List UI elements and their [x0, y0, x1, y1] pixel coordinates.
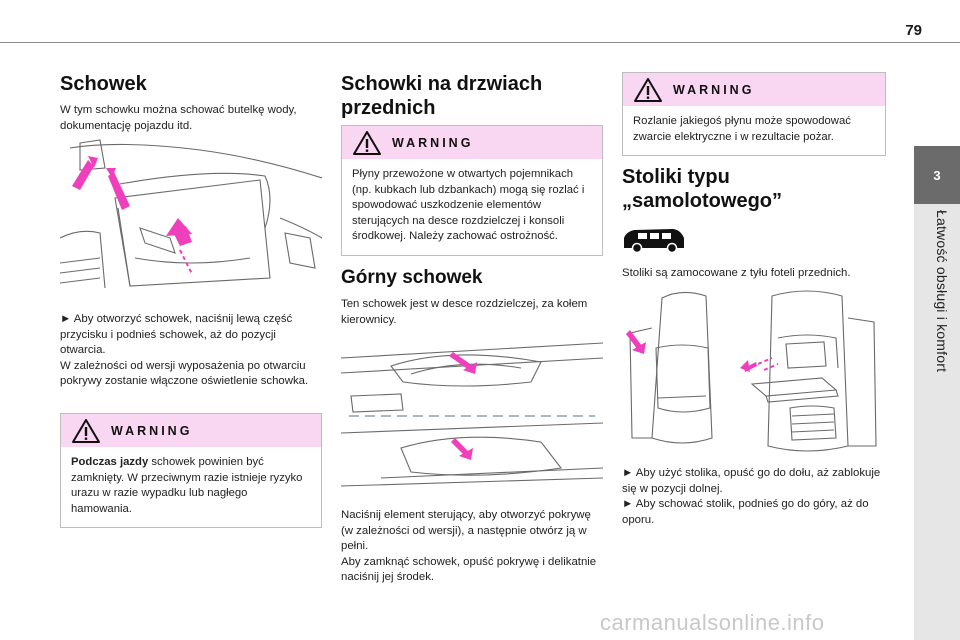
chapter-tab[interactable]: 3 [914, 146, 960, 204]
chapter-title: Łatwość obsługi i komfort [934, 210, 950, 373]
tray-tables-intro-wrap: Stoliki są zamocowane z tyłu foteli prze… [622, 266, 886, 282]
upper-compartment-section: Górny schowek Ten schowek jest w desce r… [341, 266, 603, 328]
tray-table-step-stow: ► Aby schować stolik, podnieś go do góry… [622, 498, 869, 526]
title-line-1: Schowki na drzwiach [341, 73, 543, 95]
warning-text: Rozlanie jakiegoś płynu może spowodować … [633, 115, 851, 143]
title-line-1: Stoliki typu [622, 166, 730, 188]
upper-compartment-illustration [341, 342, 603, 487]
tray-tables-steps: ► Aby użyć stolika, opuść go do dołu, aż… [622, 466, 886, 528]
glovebox-steps: ► Aby otworzyć schowek, naciśnij lewą cz… [60, 312, 322, 390]
warning-box-door-pockets: WARNING Płyny przewożone w otwartych poj… [341, 125, 603, 256]
arrow-icon [449, 352, 477, 460]
title-line-2: przednich [341, 97, 436, 119]
glovebox-step-light: W zależności od wersji wyposażenia po ot… [60, 359, 309, 388]
warning-box-glovebox: WARNING Podczas jazdy schowek powinien b… [60, 413, 322, 528]
warning-label: WARNING [111, 423, 193, 438]
chapter-band [914, 204, 960, 640]
glovebox-illustration [60, 139, 322, 289]
warning-header: WARNING [61, 414, 321, 447]
section-title-glovebox: Schowek [60, 73, 147, 95]
upper-compartment-step-close: Aby zamknąć schowek, opuść pokrywę i del… [341, 555, 597, 584]
warning-triangle-icon [353, 130, 381, 155]
warning-label: WARNING [392, 135, 474, 150]
section-title-tray-tables: Stoliki typu„samolotowego” [622, 165, 886, 213]
warning-header: WARNING [342, 126, 602, 159]
warning-bold: Podczas jazdy [71, 456, 149, 468]
header-rule [0, 42, 960, 43]
van-silhouette-icon [624, 229, 684, 254]
warning-text: Płyny przewożone w otwartych pojemnikach… [352, 168, 585, 242]
warning-rest: schowek powinien być zamknięty. W przeci… [71, 456, 303, 515]
tray-table-step-use: ► Aby użyć stolika, opuść go do dołu, aż… [622, 467, 881, 495]
watermark: carmanualsonline.info [600, 610, 825, 635]
section-title-upper-compartment: Górny schowek [341, 267, 483, 288]
warning-box-electrical: WARNING Rozlanie jakiegoś płynu może spo… [622, 72, 886, 156]
upper-compartment-step-open: Naciśnij element sterujący, aby otworzyć… [341, 509, 591, 552]
tray-tables-section: Stoliki typu„samolotowego” [622, 165, 886, 213]
arrow-icon [626, 330, 757, 372]
upper-compartment-steps: Naciśnij element sterujący, aby otworzyć… [341, 508, 603, 586]
tray-tables-illustration [626, 290, 877, 452]
warning-text: Podczas jazdy schowek powinien być zamkn… [61, 447, 321, 527]
warning-triangle-icon [72, 418, 100, 443]
page-number: 79 [905, 22, 922, 39]
glovebox-intro: W tym schowku można schować butelkę wody… [60, 104, 297, 132]
title-line-2: „samolotowego” [622, 190, 783, 212]
upper-compartment-intro: Ten schowek jest w desce rozdzielczej, z… [341, 298, 588, 326]
warning-label: WARNING [673, 82, 755, 97]
warning-triangle-icon [634, 77, 662, 102]
tray-tables-intro: Stoliki są zamocowane z tyłu foteli prze… [622, 267, 851, 279]
glovebox-step-open: ► Aby otworzyć schowek, naciśnij lewą cz… [60, 313, 293, 356]
column-glovebox: Schowek W tym schowku można schować bute… [60, 72, 322, 134]
arrow-icon [72, 156, 192, 246]
warning-header: WARNING [623, 73, 885, 106]
